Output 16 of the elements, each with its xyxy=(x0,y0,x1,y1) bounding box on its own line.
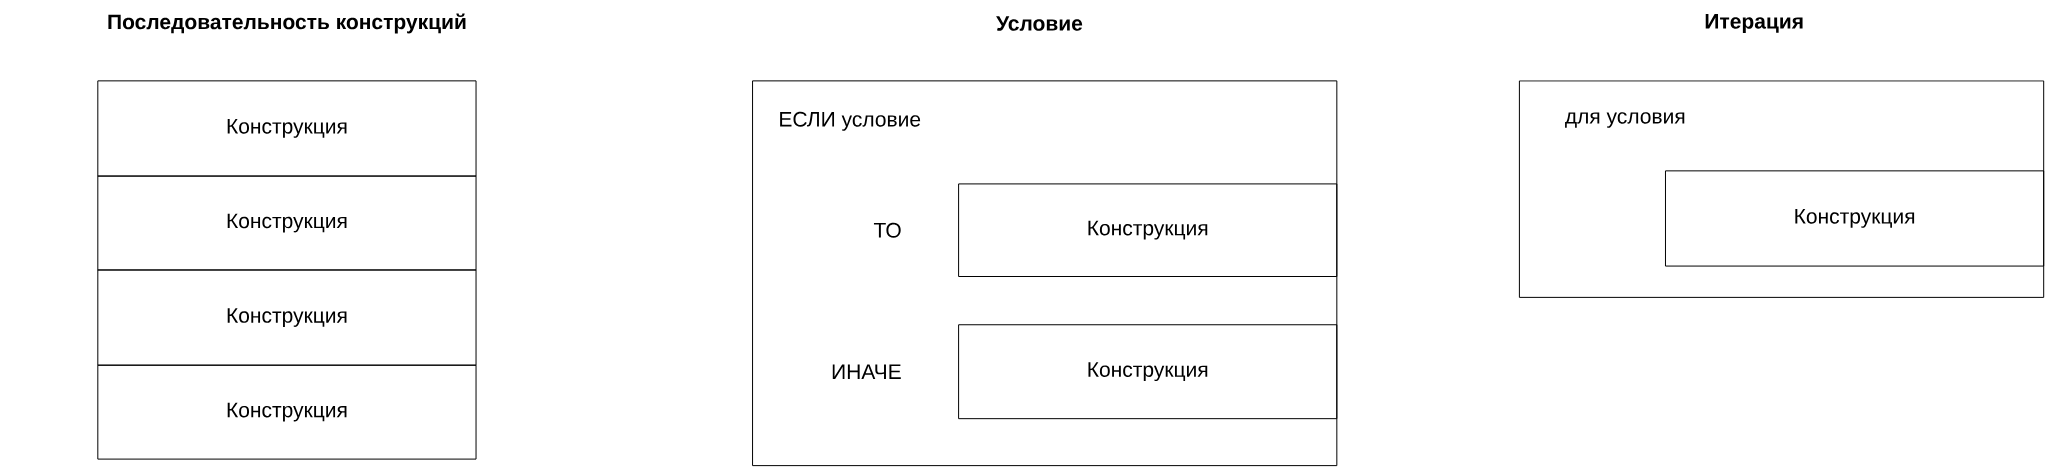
construct-box: Конструкция xyxy=(1665,170,2045,267)
section-title: Условие xyxy=(996,16,1083,31)
construct-box: Конструкция xyxy=(958,324,1338,420)
box-heading: ЕСЛИ условие xyxy=(780,111,921,131)
construct-box: Конструкция xyxy=(958,183,1338,277)
construct-box: Конструкция xyxy=(97,269,477,366)
branch-label: ИНАЧЕ xyxy=(832,364,901,379)
section-title: Итерация xyxy=(1705,14,1803,33)
container-box xyxy=(1518,80,2045,298)
branch-label: ТО xyxy=(873,222,901,238)
section-title: Последовательность конструкций xyxy=(108,13,466,34)
container-box xyxy=(752,80,1338,467)
construct-box: Конструкция xyxy=(97,364,477,460)
box-heading: для условия xyxy=(1565,112,1685,128)
construct-box: Конструкция xyxy=(97,80,477,177)
construct-box: Конструкция xyxy=(97,175,477,271)
